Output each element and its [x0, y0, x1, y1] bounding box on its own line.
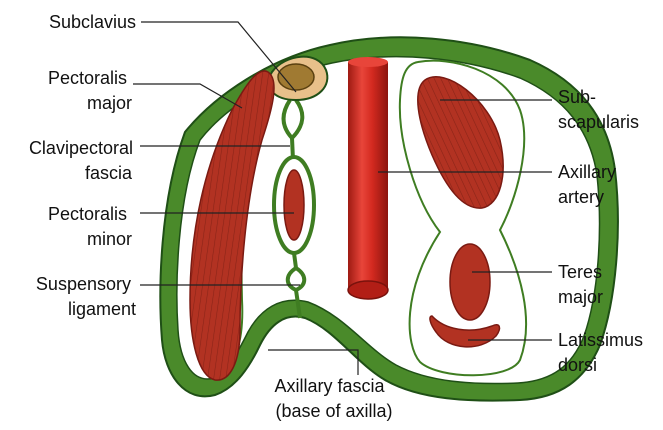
- label-clavipectoral-fascia: Clavipectoral fascia: [29, 138, 138, 183]
- label-pectoralis-minor: Pectoralis minor: [48, 204, 132, 249]
- label-axillary-fascia: Axillary fascia (base of axilla): [274, 376, 392, 421]
- pectoralis-minor-muscle: [284, 170, 304, 240]
- teres-major-muscle: [450, 244, 490, 320]
- axillary-artery-vessel: [348, 57, 388, 299]
- sheath-stalk: [294, 253, 296, 268]
- leader-axillary-fascia: [268, 350, 358, 375]
- label-suspensory-ligament: Suspensory ligament: [36, 274, 136, 319]
- label-subclavius: Subclavius: [49, 12, 136, 32]
- label-pectoralis-major: Pectoralis major: [48, 68, 132, 113]
